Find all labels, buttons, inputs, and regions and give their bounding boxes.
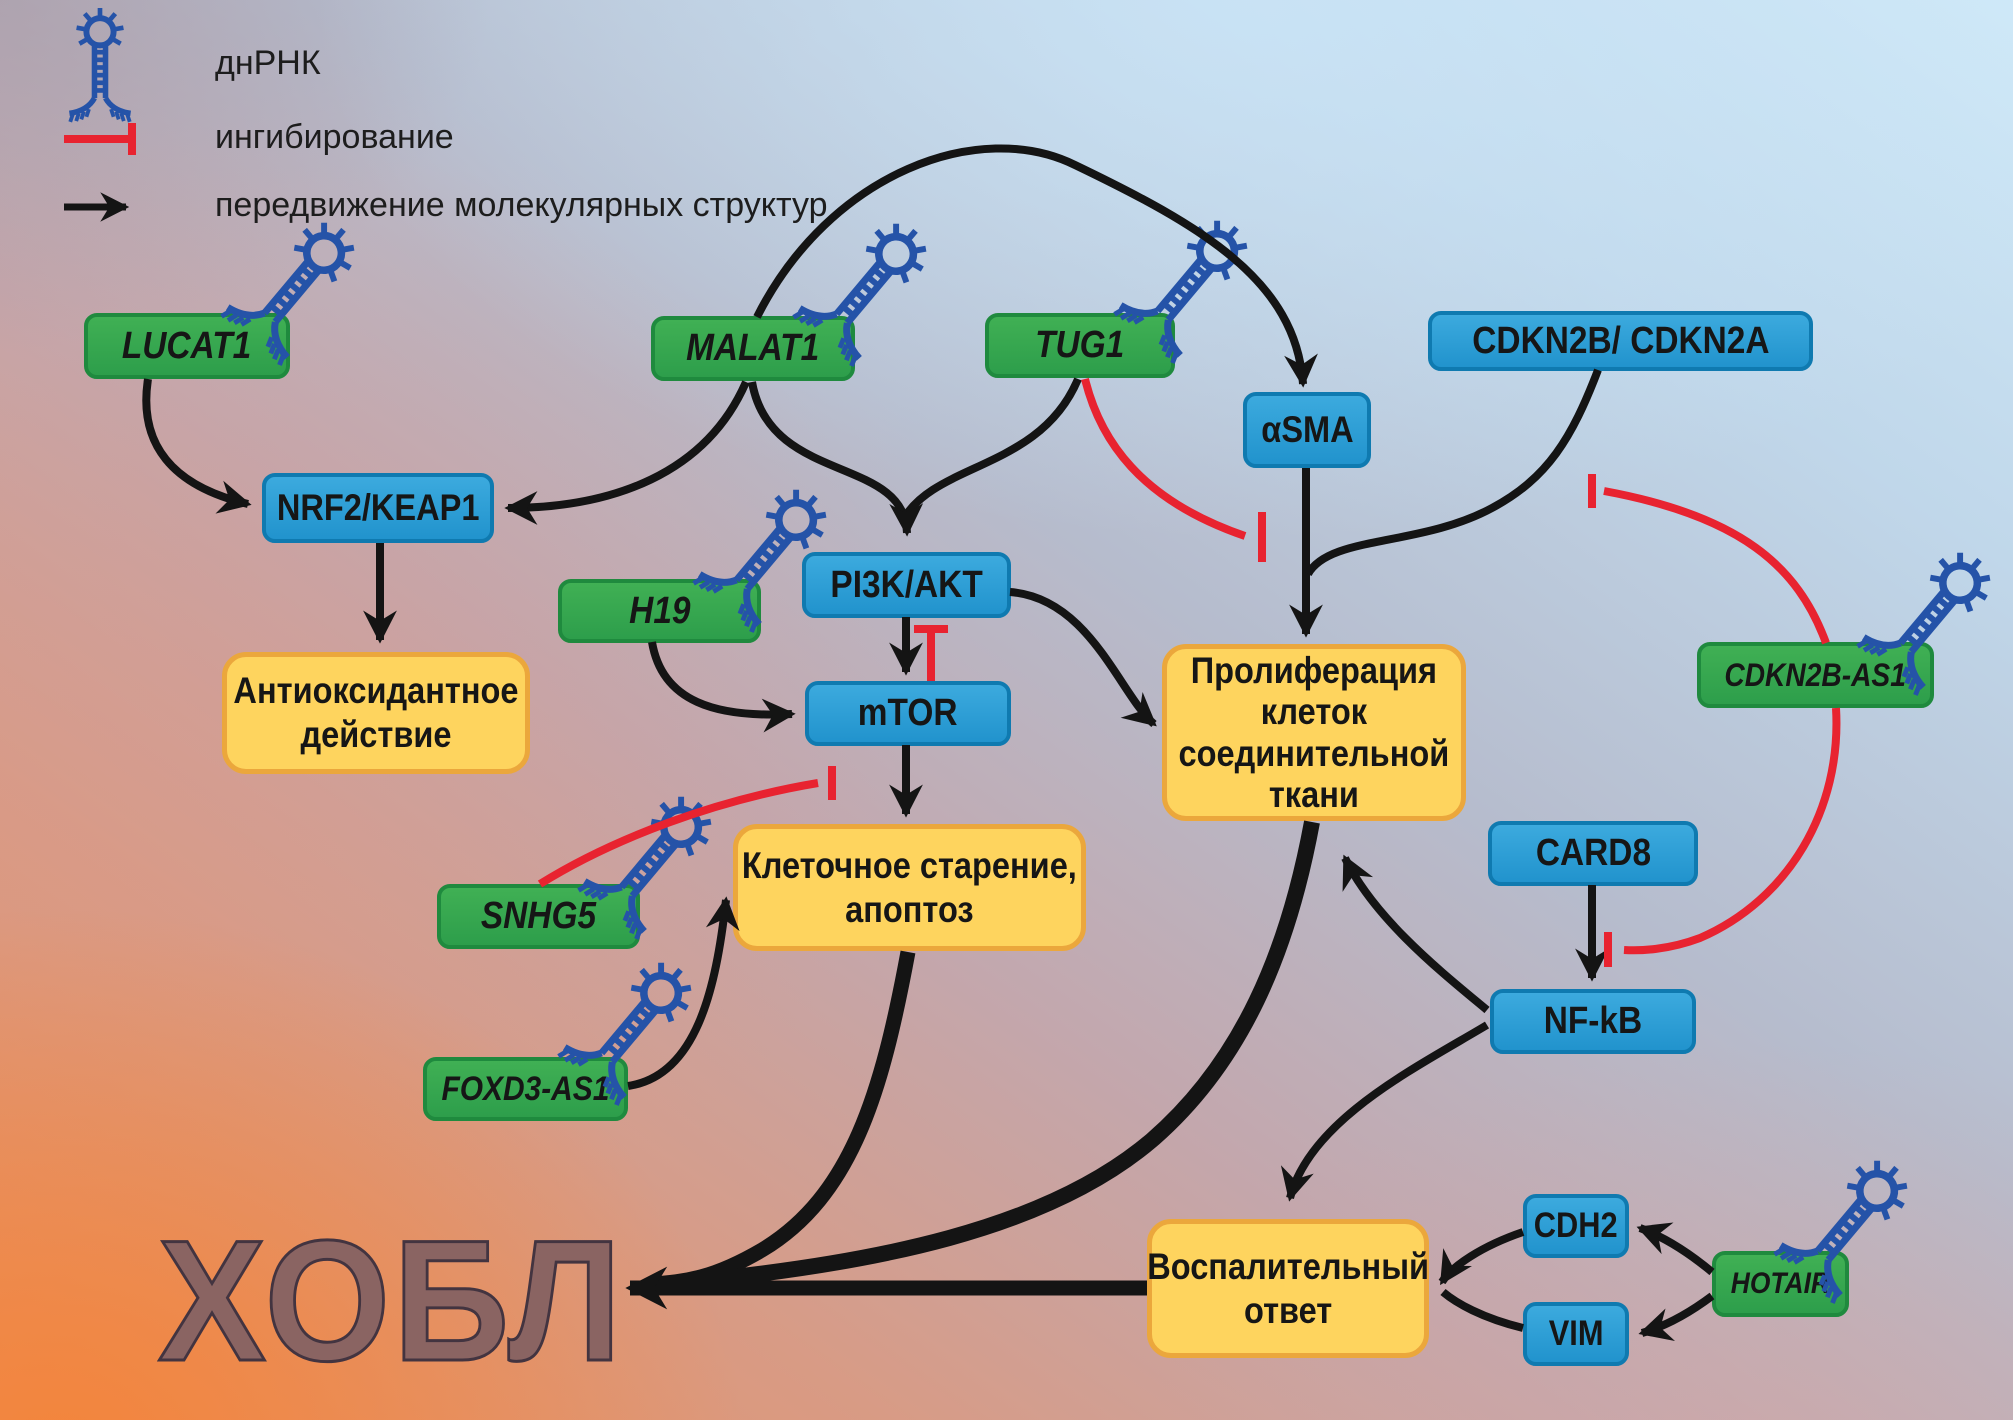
- arrow-malat1-asma: [753, 144, 1318, 388]
- arrow-h19-mtor: [648, 641, 796, 733]
- node-cdkn2b-as1[interactable]: CDKN2B-AS1: [1697, 642, 1934, 708]
- arrow-vim-inflammation: [1440, 1288, 1524, 1332]
- inhibit-cdkn2bas1-nfkb: [1623, 707, 1841, 955]
- arrow-foxd3-senescence: [627, 896, 740, 1090]
- h19-hairpin-icon: [693, 472, 846, 633]
- legend-inhibition-label: ингибирование: [215, 118, 454, 156]
- node-vim[interactable]: VIM: [1523, 1302, 1629, 1366]
- node-inflammation[interactable]: Воспалительный ответ: [1147, 1219, 1429, 1358]
- node-foxd3-as1[interactable]: FOXD3-AS1: [423, 1057, 628, 1121]
- arrow-cdh2-inflammation: [1438, 1228, 1525, 1286]
- node-proliferation[interactable]: Пролиферация клеток соединительной ткани: [1162, 644, 1466, 821]
- node-hotair[interactable]: HOTAIR: [1712, 1251, 1849, 1317]
- node-pi3k-akt[interactable]: PI3K/AKT: [802, 552, 1011, 618]
- node-malat1[interactable]: MALAT1: [651, 316, 855, 381]
- arrow-tug1-pi3k: [899, 377, 1082, 523]
- arrow-hotair-cdh2: [1636, 1222, 1715, 1276]
- node-mtor[interactable]: mTOR: [805, 681, 1011, 746]
- arrow-malat1-pi3k: [748, 381, 924, 537]
- arrow-senescence-xobl: [649, 950, 916, 1292]
- legend-rna-label: днРНК: [215, 44, 321, 82]
- arrow-cdkn2-proliferation: [1304, 368, 1602, 577]
- arrow-nfkb-proliferation: [1341, 854, 1490, 1014]
- legend-inhibition-icon: [64, 123, 136, 155]
- hotair-hairpin-icon: [1774, 1143, 1927, 1304]
- node-h19[interactable]: H19: [558, 579, 761, 643]
- node-nfkb[interactable]: NF-kB: [1490, 989, 1696, 1054]
- arrow-hotair-vim: [1638, 1292, 1715, 1342]
- node-cdh2[interactable]: CDH2: [1523, 1194, 1629, 1258]
- node-nrf2-keap1[interactable]: NRF2/KEAP1: [262, 473, 494, 543]
- inhibit-tug1-asma: [1081, 378, 1247, 540]
- node-antioxidant[interactable]: Антиоксидантное действие: [222, 652, 530, 774]
- legend-rna-hairpin-icon: [69, 8, 130, 122]
- node-asma[interactable]: αSMA: [1243, 392, 1371, 468]
- node-tug1[interactable]: TUG1: [985, 313, 1175, 378]
- arrow-lucat1-nrf2: [142, 378, 252, 514]
- node-senescence[interactable]: Клеточное старение, апоптоз: [733, 824, 1086, 951]
- arrow-proliferation-xobl: [651, 820, 1320, 1293]
- arrow-nfkb-inflammation: [1280, 1021, 1490, 1202]
- node-snhg5[interactable]: SNHG5: [437, 884, 640, 949]
- legend-movement-label: передвижение молекулярных структур: [215, 186, 828, 224]
- node-lucat1[interactable]: LUCAT1: [84, 313, 290, 379]
- node-cdkn2b-cdkn2a[interactable]: CDKN2B/ CDKN2A: [1428, 311, 1813, 371]
- disease-title: ХОБЛ: [157, 1204, 625, 1399]
- lucat1-hairpin-icon: [221, 205, 374, 366]
- inhibit-snhg5-mtor: [537, 779, 819, 888]
- snhg5-hairpin-icon: [578, 779, 731, 940]
- node-card8[interactable]: CARD8: [1488, 821, 1698, 886]
- arrow-pi3k-proliferation: [1009, 588, 1157, 728]
- arrow-malat1-nrf2: [504, 380, 750, 525]
- cdkn2b-as1-hairpin-icon: [1857, 535, 2010, 696]
- inhibit-cdkn2bas1-cdkn2: [1603, 487, 1830, 645]
